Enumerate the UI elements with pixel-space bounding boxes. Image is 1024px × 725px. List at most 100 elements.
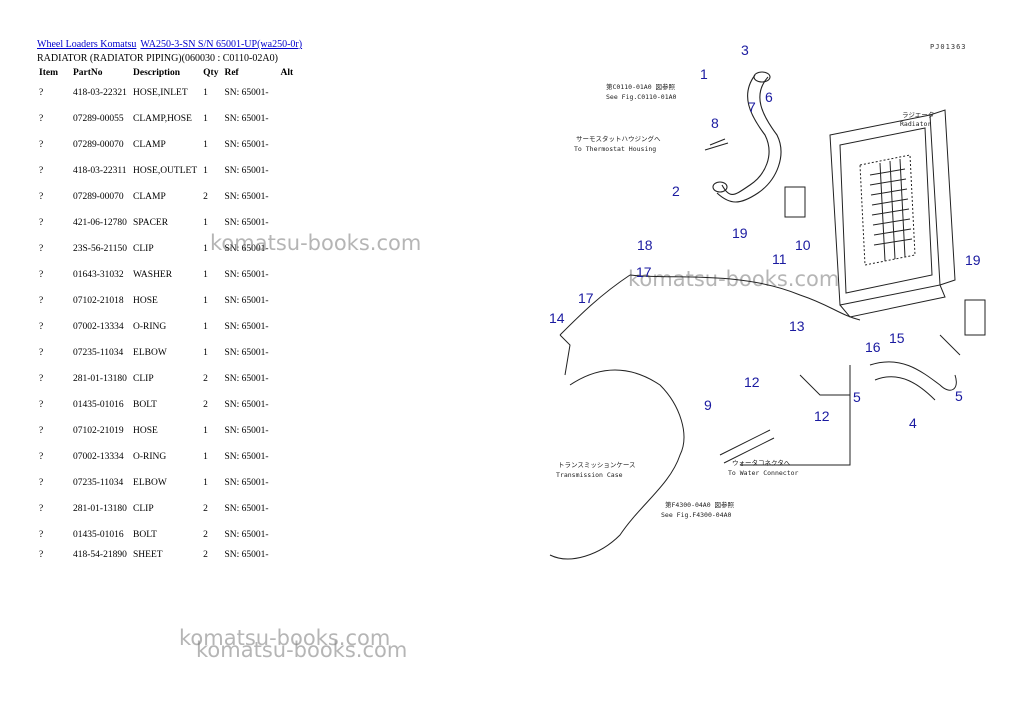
cell-alt [277, 262, 303, 288]
note-radiator-jp: ラジエータ [902, 110, 934, 119]
cell-alt [277, 522, 303, 548]
callout-11: 11 [772, 251, 787, 267]
note-water-jp: ウォータコネクタへ [732, 458, 791, 467]
note-thermostat-jp: サーモスタットハウジングへ [576, 134, 661, 143]
callout-2: 2 [672, 183, 680, 199]
cell-item: ? [39, 114, 44, 124]
cell-item: ? [39, 550, 44, 560]
cell-description: ELBOW [133, 348, 167, 358]
watermark: komatsu-books.com [210, 231, 422, 255]
cell-description: HOSE [133, 296, 158, 306]
cell-description: HOSE,INLET [133, 88, 188, 98]
cell-partno: 07102-21019 [73, 426, 124, 436]
cell-partno: 07002-13334 [73, 452, 124, 462]
col-header-qty: Qty [203, 68, 219, 78]
cell-partno: 418-54-21890 [73, 550, 127, 560]
note-see-fig-en: See Fig.C0110-01A0 [606, 93, 677, 101]
cell-partno: 418-03-22311 [73, 166, 127, 176]
cell-qty: 2 [203, 550, 208, 560]
col-header-description: Description [133, 68, 180, 78]
note-see-fig-jp: 第C0110-01A0 図参照 [606, 82, 676, 91]
cell-ref: SN: 65001- [224, 166, 269, 176]
cell-partno: 418-03-22321 [73, 88, 127, 98]
cell-item: ? [39, 530, 44, 540]
cell-qty: 1 [203, 166, 208, 176]
cell-partno: 01643-31032 [73, 270, 124, 280]
cell-item: ? [39, 192, 44, 202]
cell-alt [277, 548, 303, 562]
cell-qty: 1 [203, 478, 208, 488]
cell-ref: SN: 65001- [224, 244, 269, 254]
cell-partno: 01435-01016 [73, 400, 124, 410]
cell-ref: SN: 65001- [224, 140, 269, 150]
callout-12: 12 [744, 374, 760, 390]
cell-item: ? [39, 426, 44, 436]
cell-ref: SN: 65001- [224, 270, 269, 280]
cell-partno: 281-01-13180 [73, 504, 127, 514]
cell-partno: 281-01-13180 [73, 374, 127, 384]
cell-partno: 07235-11034 [73, 348, 124, 358]
lower-piping-drawing [549, 274, 961, 560]
cell-partno: 07289-00070 [73, 140, 124, 150]
breadcrumb-link-wheel-loaders[interactable]: Wheel Loaders Komatsu [37, 39, 137, 50]
cell-qty: 1 [203, 322, 208, 332]
cell-item: ? [39, 348, 44, 358]
parts-diagram: 第C0110-01A0 図参照 See Fig.C0110-01A0 サーモスタ… [549, 42, 986, 560]
cell-ref: SN: 65001- [224, 218, 269, 228]
cell-ref: SN: 65001- [224, 452, 269, 462]
cell-item: ? [39, 166, 44, 176]
cell-item: ? [39, 322, 44, 332]
note-water-en: To Water Connector [728, 469, 799, 477]
cell-qty: 2 [203, 400, 208, 410]
cell-ref: SN: 65001- [224, 550, 269, 560]
cell-qty: 2 [203, 374, 208, 384]
breadcrumb-link-model[interactable]: WA250-3-SN S/N 65001-UP(wa250-0r) [140, 39, 303, 50]
callout-7: 7 [748, 99, 756, 115]
callout-17: 17 [636, 264, 652, 280]
callout-16: 16 [865, 339, 881, 355]
callout-15: 15 [889, 330, 905, 346]
cell-qty: 1 [203, 114, 208, 124]
cell-partno: 07289-00070 [73, 192, 124, 202]
callout-1: 1 [700, 66, 708, 82]
cell-description: ELBOW [133, 478, 167, 488]
cell-ref: SN: 65001- [224, 348, 269, 358]
callout-3: 3 [741, 42, 749, 58]
cell-ref: SN: 65001- [224, 322, 269, 332]
diagram-code: PJ01363 [930, 43, 967, 51]
cell-description: SPACER [133, 218, 169, 228]
cell-item: ? [39, 88, 44, 98]
cell-alt [277, 340, 303, 366]
inlet-hose-drawing [704, 71, 782, 203]
callout-10: 10 [795, 237, 811, 253]
cell-ref: SN: 65001- [224, 296, 269, 306]
cell-qty: 1 [203, 88, 208, 98]
callout-18: 18 [637, 237, 653, 253]
note-trans-jp: トランスミッションケース [558, 461, 636, 469]
cell-alt [277, 418, 303, 444]
callout-19: 19 [965, 252, 981, 268]
cell-alt [277, 106, 303, 132]
cell-alt [277, 288, 303, 314]
cell-alt [277, 184, 303, 210]
col-header-item: Item [39, 68, 58, 78]
radiator-drawing [829, 109, 956, 318]
cell-alt [277, 158, 303, 184]
cell-ref: SN: 65001- [224, 478, 269, 488]
watermark: komatsu-books.com [196, 638, 408, 662]
note-trans-en: Transmission Case [556, 471, 623, 479]
